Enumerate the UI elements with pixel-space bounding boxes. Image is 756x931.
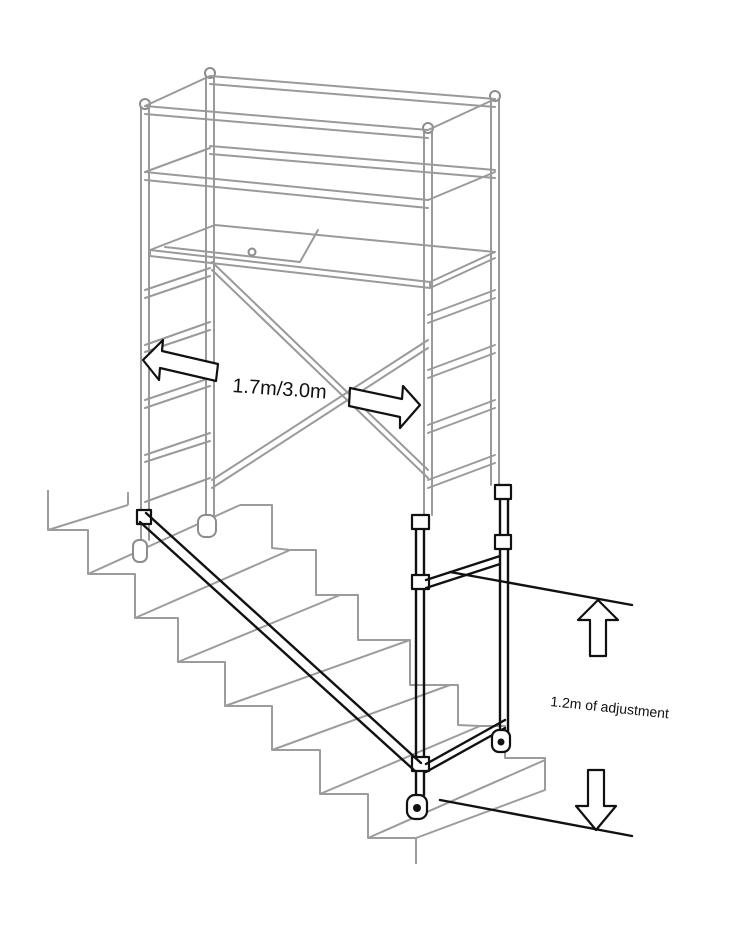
scaffold-tower <box>132 67 501 563</box>
adjustment-label: 1.2m of adjustment <box>550 693 670 721</box>
arrow-up-icon <box>576 598 620 658</box>
staircase <box>47 490 546 864</box>
arrow-down-icon <box>574 768 618 832</box>
arrow-right-icon <box>347 384 422 430</box>
dimension-lines <box>438 570 634 838</box>
width-label: 1.7m/3.0m <box>232 375 328 404</box>
adjustable-legs <box>135 483 513 821</box>
arrow-left-icon <box>141 338 220 383</box>
